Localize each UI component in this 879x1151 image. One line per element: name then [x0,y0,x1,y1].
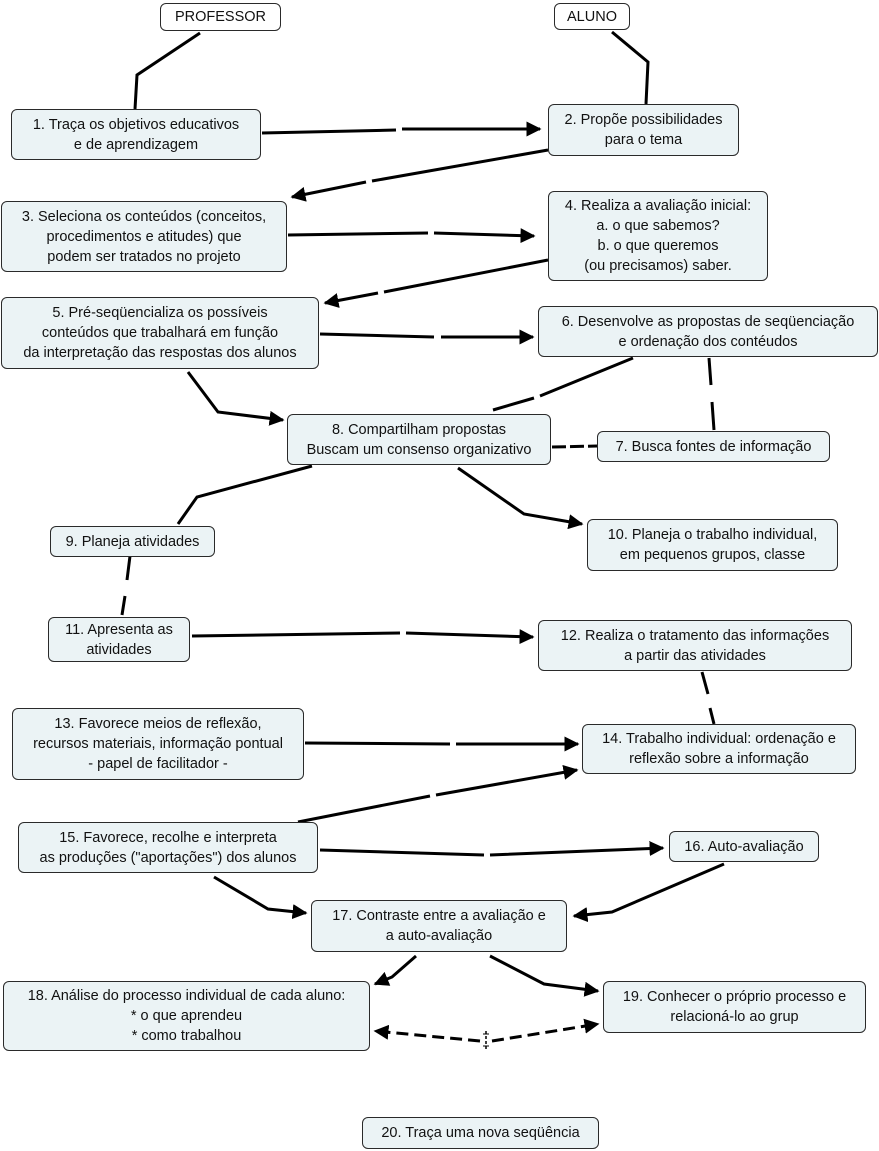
node-text-line: podem ser tratados no projeto [47,248,241,265]
node-text-line: 20. Traça uma nova seqüência [381,1125,580,1141]
arrow-n3-n4 [287,233,534,236]
node-11[interactable]: 11. Apresenta as atividades [48,617,190,662]
arrow-n1-n2 [261,129,540,133]
node-text-line: atividades [86,641,152,658]
node-text-line: conteúdos que trabalhará em função [41,325,279,341]
link-n8-n9 [176,464,313,525]
node-17[interactable]: 17. Contraste entre a avaliação e a auto-… [311,900,567,952]
node-3[interactable]: 3. Seleciona os conteúdos (conceitos, pro… [1,201,287,272]
node-6[interactable]: 6. Desenvolve as propostas de seqüenciaç… [538,306,878,357]
node-20[interactable]: 20. Traça uma nova seqüência [362,1117,599,1149]
node-text-line: 13. Favorece meios de reflexão, [54,716,262,732]
arrow-n19-junction [491,1018,600,1043]
node-4[interactable]: 4. Realiza a avaliação inicial: a. o que … [548,191,768,281]
link-n6-n8 [492,356,634,412]
node-16[interactable]: 16. Auto-avaliação [669,831,819,862]
link-professor-n1 [133,31,201,110]
node-text-line: e de aprendizagem [73,136,199,153]
node-text-line: a partir das atividades [624,647,766,664]
node-text-line: reflexão sobre a informação [629,751,809,767]
node-15[interactable]: 15. Favorece, recolhe e interpreta as pro… [18,822,318,873]
node-18[interactable]: 18. Análise do processo individual de ca… [3,981,370,1051]
arrow-n8-n10 [457,466,584,530]
node-text-line: 14. Trabalho individual: ordenação e [602,731,836,747]
node-text-line: a. o que sabemos? [596,218,720,234]
role-aluno: ALUNO [554,3,630,30]
node-text-line: * como trabalhou [131,1028,242,1044]
arrow-n17-n19 [489,954,600,997]
link-n9-n11 [120,555,132,616]
node-text-line: - papel de facilitador - [88,756,228,772]
node-12[interactable]: 12. Realiza o tratamento das informações… [538,620,852,671]
arrow-n15-n16 [319,848,663,855]
node-text-line: 18. Análise do processo individual de ca… [27,988,346,1004]
node-2[interactable]: 2. Propõe possibilidades para o tema [548,104,739,156]
node-1[interactable]: 1. Traça os objetivos educativos e de apr… [11,109,261,160]
node-text-line: b. o que queremos [597,238,719,254]
node-text-line: 2. Propõe possibilidades [564,112,723,128]
node-9[interactable]: 9. Planeja atividades [50,526,215,557]
node-text-line: PROFESSOR [174,9,267,25]
node-14[interactable]: 14. Trabalho individual: ordenação e refl… [582,724,856,774]
arrow-n15-n14 [297,770,577,824]
node-text-line: Buscam um consenso organizativo [306,441,532,458]
node-text-line: para o tema [604,132,683,148]
arrow-n2-n3 [292,148,549,197]
node-text-line: recursos materiais, informação pontual [33,736,283,752]
node-text-line: ALUNO [567,8,617,25]
node-text-line: 19. Conhecer o próprio processo e [622,989,847,1005]
node-text-line: 6. Desenvolve as propostas de seqüenciaç… [561,313,855,330]
node-text-line: e ordenação dos contéudos [618,333,798,350]
node-text-line: procedimentos e atitudes) que [46,228,242,245]
node-text-line: 5. Pré-seqüencializa os possíveis [52,305,268,321]
arrow-n17-n18 [373,954,417,986]
arrow-n11-n12 [191,633,533,637]
node-5[interactable]: 5. Pré-seqüencializa os possíveis conteúd… [1,297,319,369]
node-7[interactable]: 7. Busca fontes de informação [597,431,830,462]
link-aluno-n2 [611,30,650,105]
node-text-line: (ou precisamos) saber. [584,258,732,274]
arrow-n4-n5 [325,258,549,303]
node-text-line: 3. Seleciona os conteúdos (conceitos, [21,208,267,225]
node-text-line: as produções ("aportações") dos alunos [39,849,297,866]
arrow-n5-n8 [186,371,285,426]
role-professor: PROFESSOR [160,3,281,31]
arrow-n5-n6 [319,334,533,337]
arrow-n15-n17 [213,875,308,920]
node-text-line: 4. Realiza a avaliação inicial: [564,198,752,214]
junction-marker [483,1031,489,1049]
node-19[interactable]: 19. Conhecer o próprio processo e relacio… [603,981,866,1033]
node-text-line: 12. Realiza o tratamento das informações [560,627,830,644]
link-n7-n8 [551,444,598,449]
node-text-line: 11. Apresenta as [65,621,173,638]
arrow-n13-n14 [304,743,578,744]
node-10[interactable]: 10. Planeja o trabalho individual, em peq… [587,519,838,571]
node-text-line: 17. Contraste entre a avaliação e [332,908,546,924]
node-text-line: 10. Planeja o trabalho individual, [607,527,818,543]
arrow-n18-junction [373,1024,481,1043]
node-text-line: 16. Auto-avaliação [684,838,804,855]
node-13[interactable]: 13. Favorece meios de reflexão, recursos … [12,708,304,780]
node-text-line: * o que aprendeu [130,1008,243,1024]
node-text-line: a auto-avaliação [385,928,493,944]
node-text-line: 7. Busca fontes de informação [615,438,812,455]
node-text-line: da interpretação das respostas dos aluno… [23,345,297,361]
arrow-n16-n17 [572,862,725,923]
node-text-line: 8. Compartilham propostas [331,421,507,438]
link-n12-n14 [700,671,716,725]
node-text-line: em pequenos grupos, classe [619,547,806,563]
node-text-line: 1. Traça os objetivos educativos [32,116,240,133]
link-n6-n7 [707,357,716,431]
node-text-line: relacioná-lo ao grup [670,1009,799,1025]
node-text-line: 9. Planeja atividades [65,533,200,550]
node-text-line: 15. Favorece, recolhe e interpreta [59,829,277,846]
